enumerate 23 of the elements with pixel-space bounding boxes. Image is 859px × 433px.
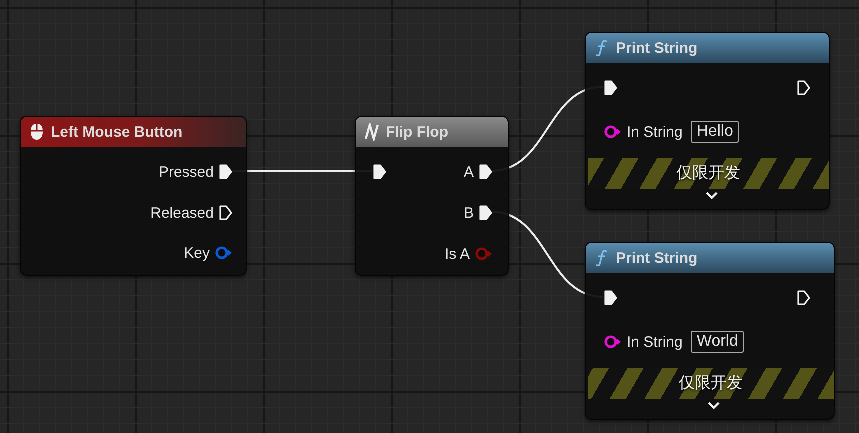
blueprint-node xyxy=(20,116,247,276)
exec-pin-icon xyxy=(604,290,618,306)
pin-label: Pressed xyxy=(158,164,214,180)
blueprint-node xyxy=(585,32,830,210)
pin-label: A xyxy=(464,164,474,180)
node-title: Print String xyxy=(616,40,698,56)
node-title: Print String xyxy=(616,250,698,266)
exec-pin-icon xyxy=(604,80,618,96)
blueprint-node xyxy=(355,116,509,276)
pin-label: Is A xyxy=(444,246,470,262)
pin-label: B xyxy=(464,204,474,222)
development-only-band: 仅限开发 xyxy=(588,368,834,399)
node-title: Left Mouse Button xyxy=(51,124,183,140)
text-field: World xyxy=(690,331,744,353)
node-title: Flip Flop xyxy=(386,124,448,140)
exec-pin-icon xyxy=(373,164,387,180)
blueprint-node xyxy=(585,242,835,420)
development-only-band: 仅限开发 xyxy=(588,158,829,189)
pin-label: Key xyxy=(184,244,210,262)
pin-label: Released xyxy=(150,204,214,222)
pin-label: In String xyxy=(627,334,683,350)
text-field: Hello xyxy=(690,121,740,143)
pin-label: In String xyxy=(627,124,683,140)
